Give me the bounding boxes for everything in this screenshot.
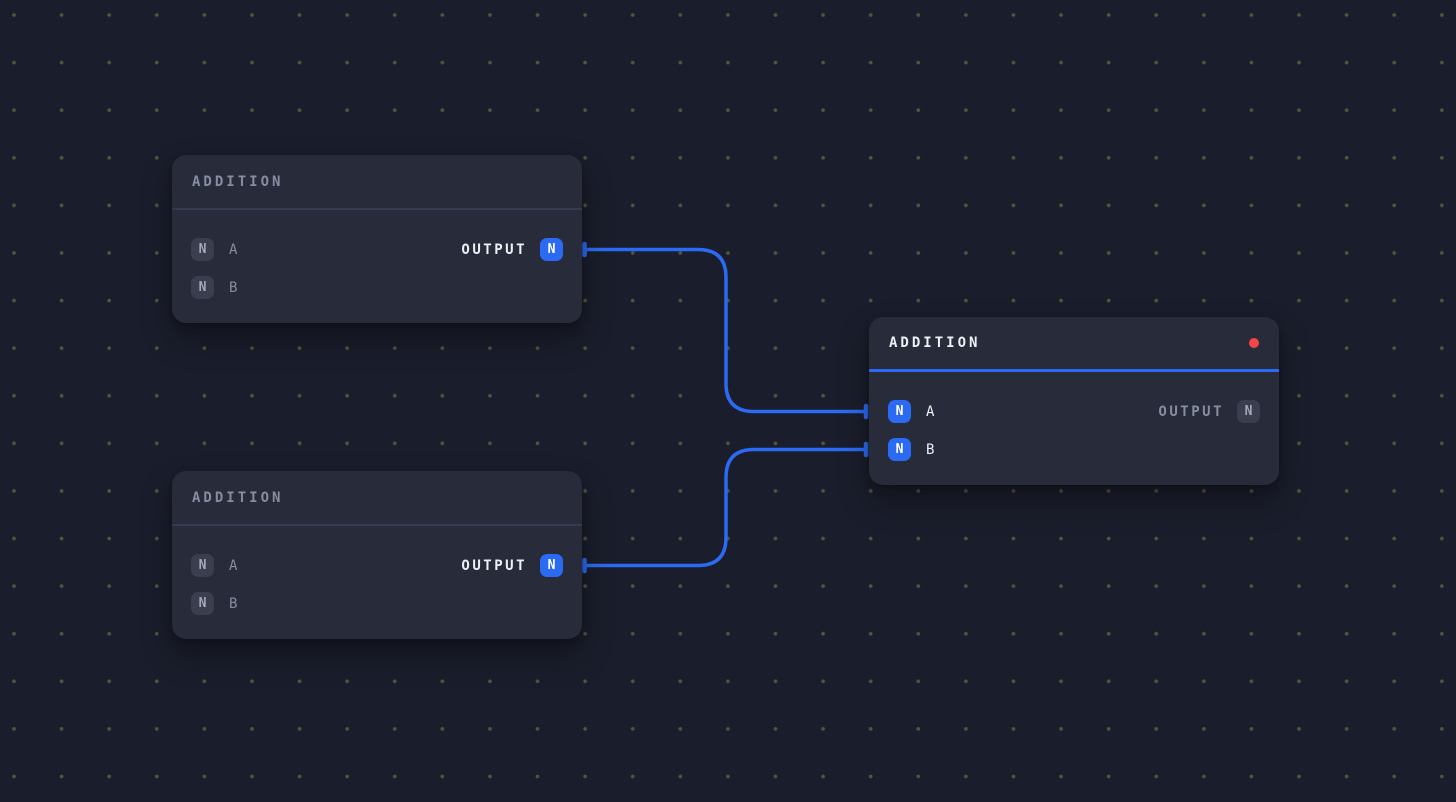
port-row: N B bbox=[191, 276, 563, 299]
node-title: ADDITION bbox=[192, 173, 284, 190]
node-addition-3[interactable]: ADDITION N A OUTPUT N N B bbox=[869, 317, 1279, 485]
input-port-b[interactable]: N B bbox=[191, 592, 237, 615]
output-port-label: OUTPUT bbox=[461, 557, 527, 574]
port-row: N B bbox=[888, 438, 1260, 461]
node-header[interactable]: ADDITION bbox=[869, 317, 1279, 372]
input-port-a[interactable]: N A bbox=[888, 400, 934, 423]
output-port-type-badge[interactable]: N bbox=[1237, 400, 1260, 423]
node-addition-2[interactable]: ADDITION N A OUTPUT N N B bbox=[172, 471, 582, 639]
output-port-type-badge[interactable]: N bbox=[540, 238, 563, 261]
input-port-b-type-badge[interactable]: N bbox=[191, 592, 214, 615]
status-indicator-dot bbox=[1249, 338, 1259, 348]
input-port-b-type-badge[interactable]: N bbox=[191, 276, 214, 299]
input-port-a-type-badge[interactable]: N bbox=[888, 400, 911, 423]
node-body: N A OUTPUT N N B bbox=[172, 526, 582, 615]
input-port-b[interactable]: N B bbox=[888, 438, 934, 461]
node-header[interactable]: ADDITION bbox=[172, 471, 582, 526]
input-port-a-label: A bbox=[926, 403, 935, 420]
output-port[interactable]: OUTPUT N bbox=[1158, 400, 1260, 423]
wire-node1-output-to-node3-input-a[interactable] bbox=[584, 247, 866, 414]
node-body: N A OUTPUT N N B bbox=[172, 210, 582, 299]
output-port-type-badge[interactable]: N bbox=[540, 554, 563, 577]
port-row: N A OUTPUT N bbox=[191, 238, 563, 261]
output-port[interactable]: OUTPUT N bbox=[461, 238, 563, 261]
input-port-a[interactable]: N A bbox=[191, 554, 237, 577]
node-body: N A OUTPUT N N B bbox=[869, 372, 1279, 461]
input-port-b[interactable]: N B bbox=[191, 276, 237, 299]
wire-node2-output-to-node3-input-b[interactable] bbox=[584, 447, 866, 568]
node-title: ADDITION bbox=[192, 489, 284, 506]
port-row: N A OUTPUT N bbox=[888, 400, 1260, 423]
input-port-b-label: B bbox=[926, 441, 935, 458]
input-port-b-label: B bbox=[229, 279, 238, 296]
input-port-a-type-badge[interactable]: N bbox=[191, 554, 214, 577]
input-port-b-type-badge[interactable]: N bbox=[888, 438, 911, 461]
node-title: ADDITION bbox=[889, 335, 981, 351]
port-row: N A OUTPUT N bbox=[191, 554, 563, 577]
input-port-b-label: B bbox=[229, 595, 238, 612]
output-port[interactable]: OUTPUT N bbox=[461, 554, 563, 577]
port-row: N B bbox=[191, 592, 563, 615]
output-port-label: OUTPUT bbox=[461, 241, 527, 258]
input-port-a-label: A bbox=[229, 557, 238, 574]
node-addition-1[interactable]: ADDITION N A OUTPUT N N B bbox=[172, 155, 582, 323]
input-port-a[interactable]: N A bbox=[191, 238, 237, 261]
input-port-a-label: A bbox=[229, 241, 238, 258]
node-header[interactable]: ADDITION bbox=[172, 155, 582, 210]
input-port-a-type-badge[interactable]: N bbox=[191, 238, 214, 261]
output-port-label: OUTPUT bbox=[1158, 403, 1224, 420]
